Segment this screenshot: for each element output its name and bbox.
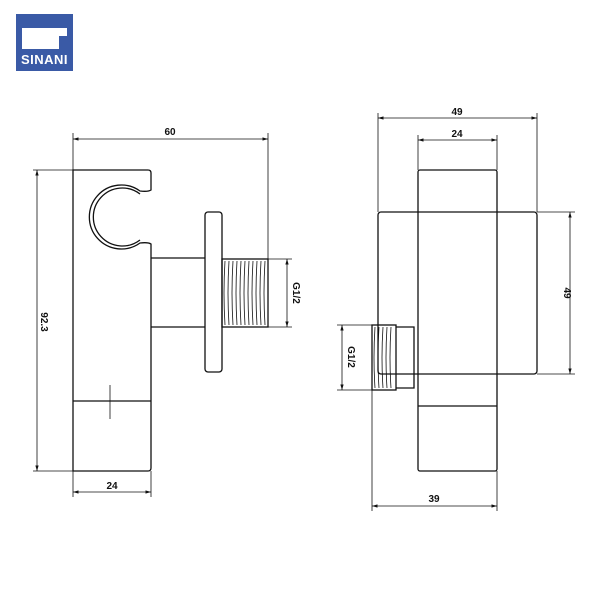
holder-body [72,169,152,472]
sinani-logo: SINANI [16,14,73,71]
hex-nut [396,326,415,389]
logo-text: SINANI [20,52,69,67]
thread [221,258,269,328]
front-view: 49 24 49 G1/2 39 [337,107,575,511]
dim-body: 24 [451,129,463,140]
dim-height: 92.3 [38,312,49,332]
dim-body: 24 [106,481,118,492]
backplate [377,211,538,375]
thread [371,324,397,391]
side-view: 60 92.3 24 G1/2 [33,127,301,497]
thread-label: G1/2 [290,282,301,304]
dim-plate: 49 [561,287,572,299]
dim-total: 49 [451,107,463,118]
dim-width: 60 [164,127,176,138]
dim-depth: 39 [428,494,440,505]
valve-body [417,169,498,472]
thread-label: G1/2 [345,346,356,368]
flange [204,211,223,373]
